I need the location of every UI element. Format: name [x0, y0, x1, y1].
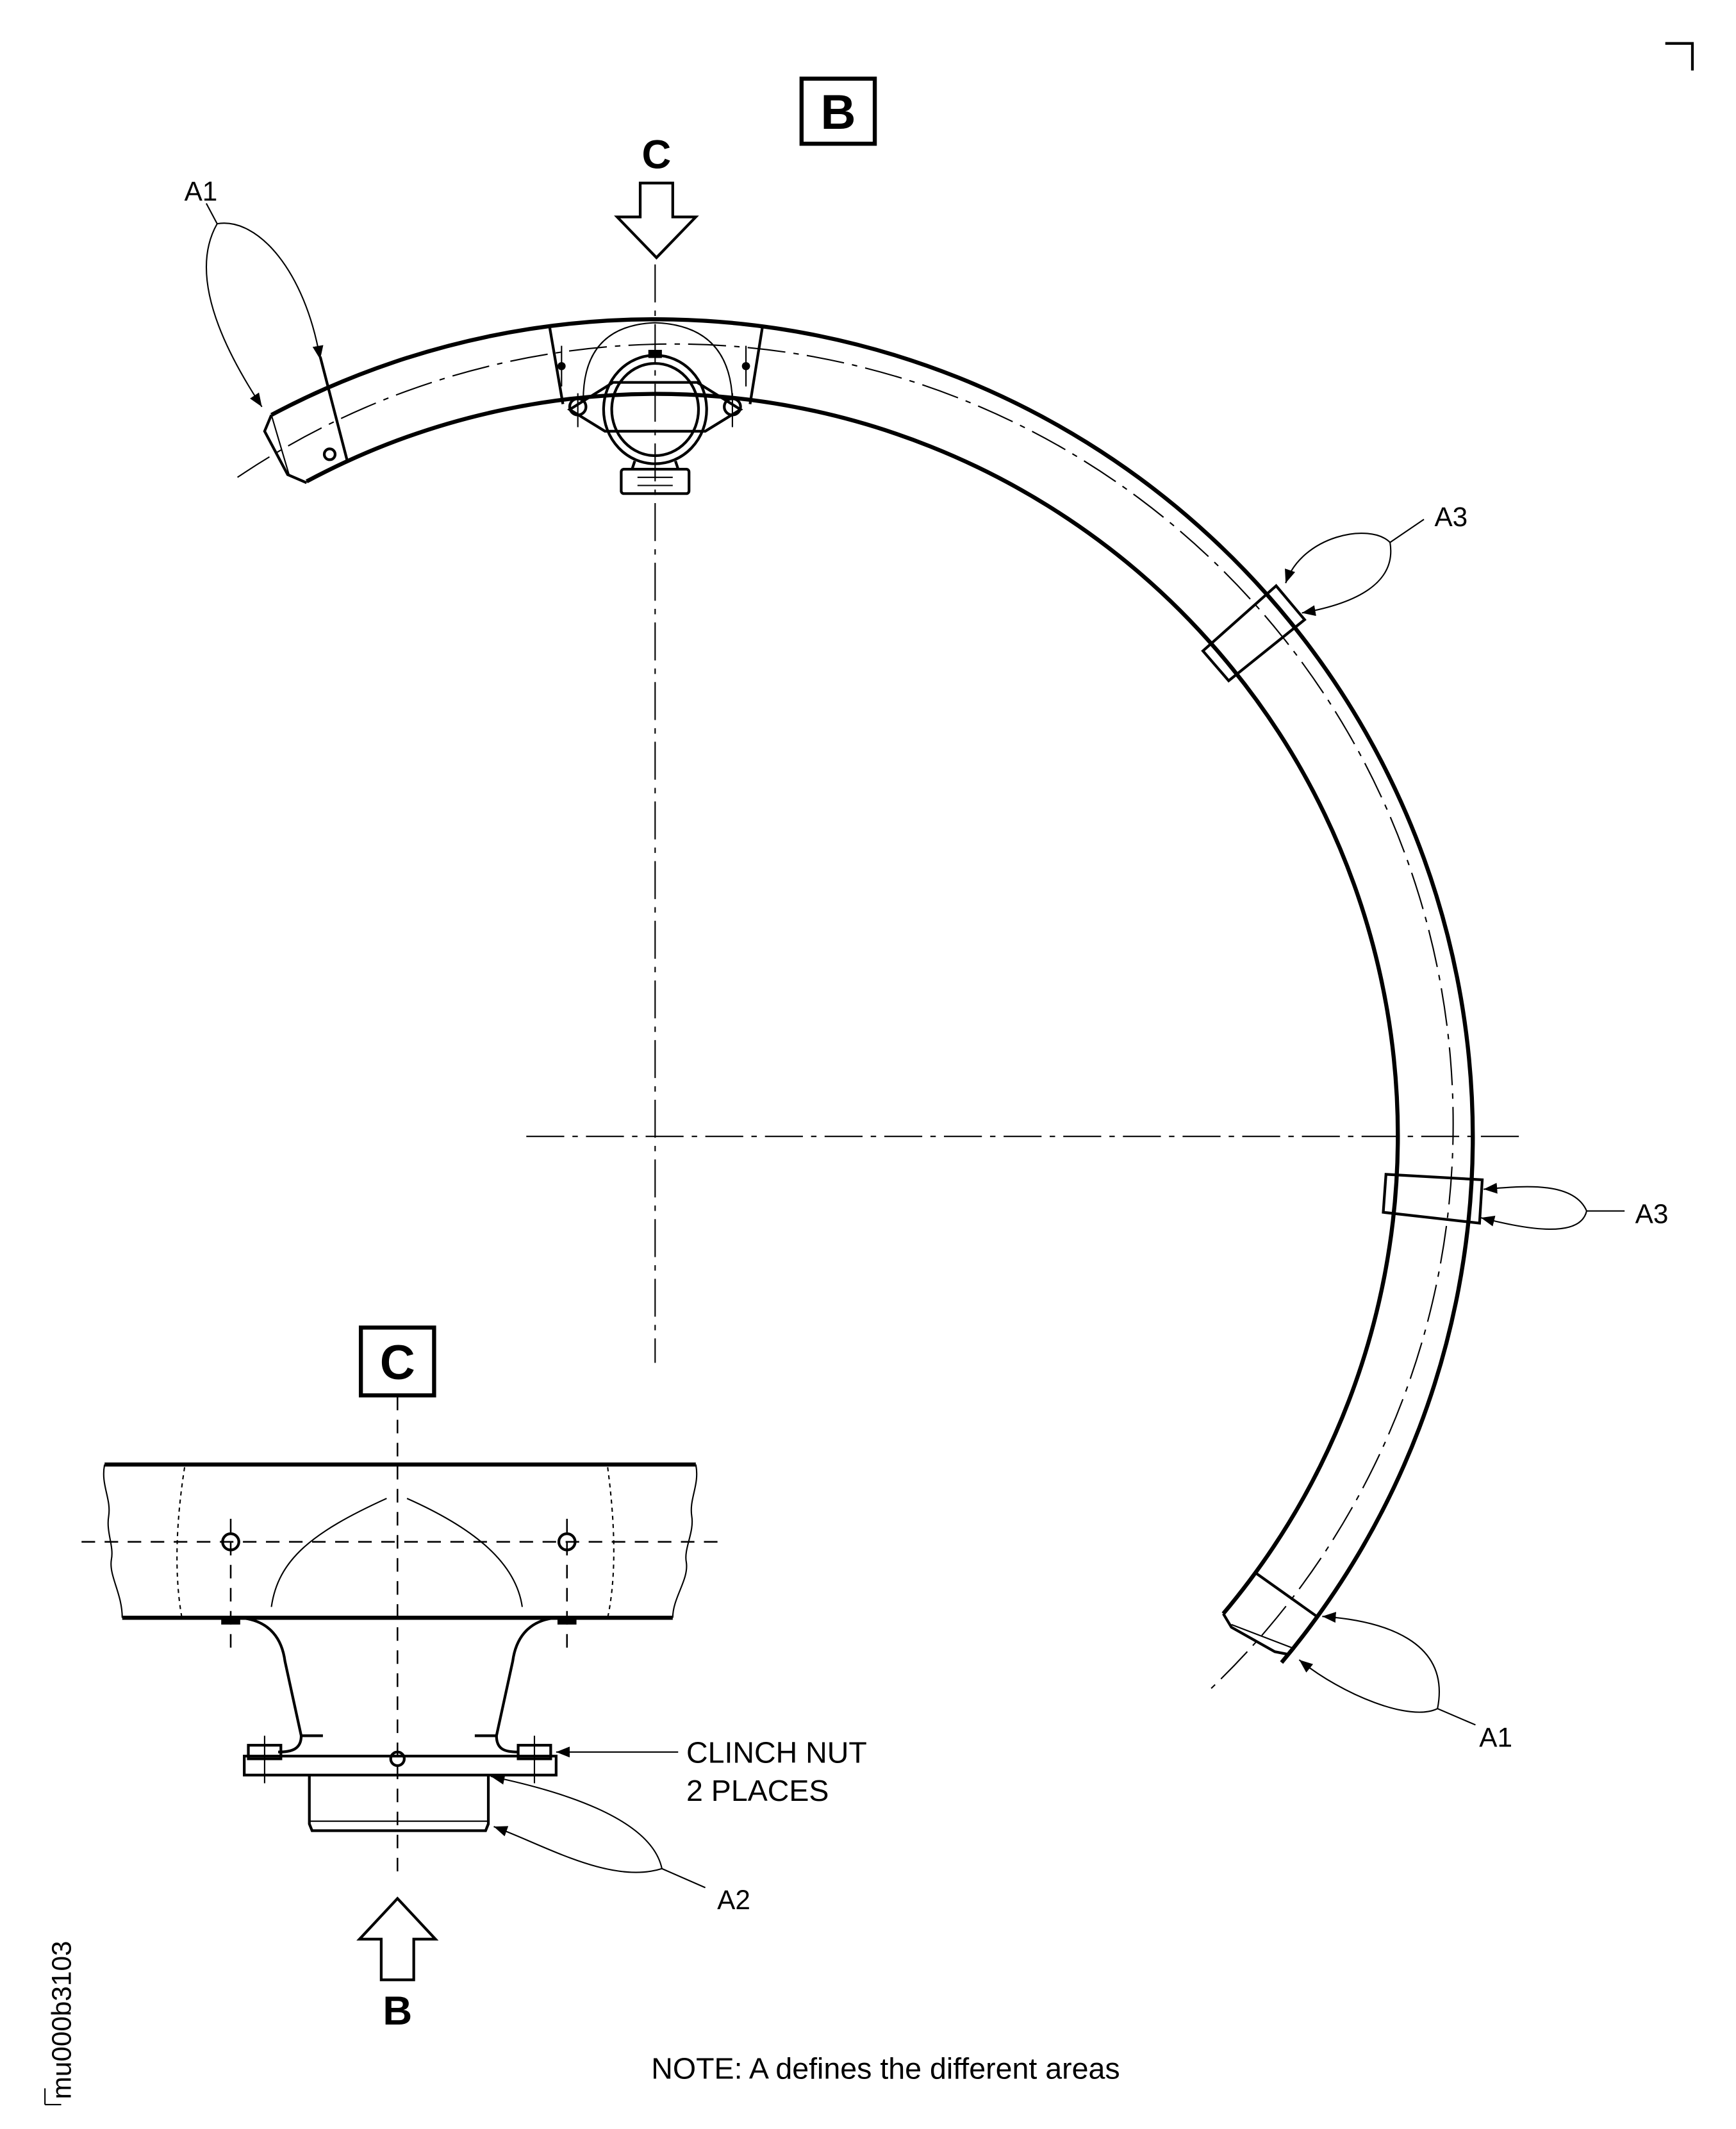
- svg-text:A3: A3: [1434, 502, 1467, 532]
- view-b-label: B: [820, 85, 856, 140]
- duct-inner-edge: [306, 392, 1400, 1615]
- view-b-label-box: [799, 76, 877, 146]
- duct-centerline: [237, 343, 1454, 1693]
- view-b-arrow-label: B: [383, 1989, 412, 2034]
- break-line-right: [672, 1464, 698, 1618]
- weld-seam-right: [607, 1467, 615, 1618]
- callout-a3-upper: A3: [1285, 502, 1467, 617]
- clinch-nut-places: 2 PLACES: [686, 1774, 829, 1807]
- corner-mark: [1665, 42, 1694, 71]
- neck-left: [240, 1616, 303, 1753]
- duct-band-a3-lower: [1382, 1173, 1484, 1225]
- view-c-label: C: [380, 1336, 415, 1390]
- outlet-fitting: [548, 322, 764, 495]
- callout-a1-top: A1: [185, 176, 324, 408]
- duct-outer-edge: [270, 317, 1475, 1664]
- flange-plate: [243, 1755, 558, 1777]
- duct-band-a3-upper: [1201, 584, 1307, 683]
- spigot: [308, 1775, 490, 1832]
- break-line-left: [103, 1464, 123, 1618]
- view-b-direction-arrow-icon: [356, 1896, 439, 1982]
- svg-text:A2: A2: [717, 1885, 750, 1915]
- callout-a3-lower: A3: [1480, 1182, 1669, 1230]
- callout-a1-bottom: A1: [1298, 1612, 1512, 1752]
- view-b: B C: [185, 76, 1669, 1752]
- duct-end-a1-bottom: [1222, 1571, 1318, 1664]
- weld-seam-left: [176, 1467, 186, 1618]
- duct-end-a1-top: [263, 356, 349, 485]
- center-hole: [389, 1750, 406, 1768]
- neck-right: [495, 1616, 557, 1753]
- note-text: NOTE: A defines the different areas: [651, 2052, 1120, 2085]
- view-c-arrow-label: C: [641, 132, 671, 177]
- view-c-label-box: [358, 1325, 436, 1398]
- callout-a2: A2: [491, 1773, 750, 1915]
- view-direction-arrow-icon: [614, 181, 699, 260]
- svg-text:A1: A1: [1479, 1722, 1512, 1752]
- clinch-nut-label: CLINCH NUT: [686, 1736, 867, 1769]
- svg-text:A1: A1: [185, 176, 218, 206]
- view-c: C CLINCH NUT 2 PLACES: [81, 1325, 867, 2034]
- svg-text:A3: A3: [1635, 1199, 1669, 1229]
- figure-id: mu000b3103: [46, 1941, 76, 2099]
